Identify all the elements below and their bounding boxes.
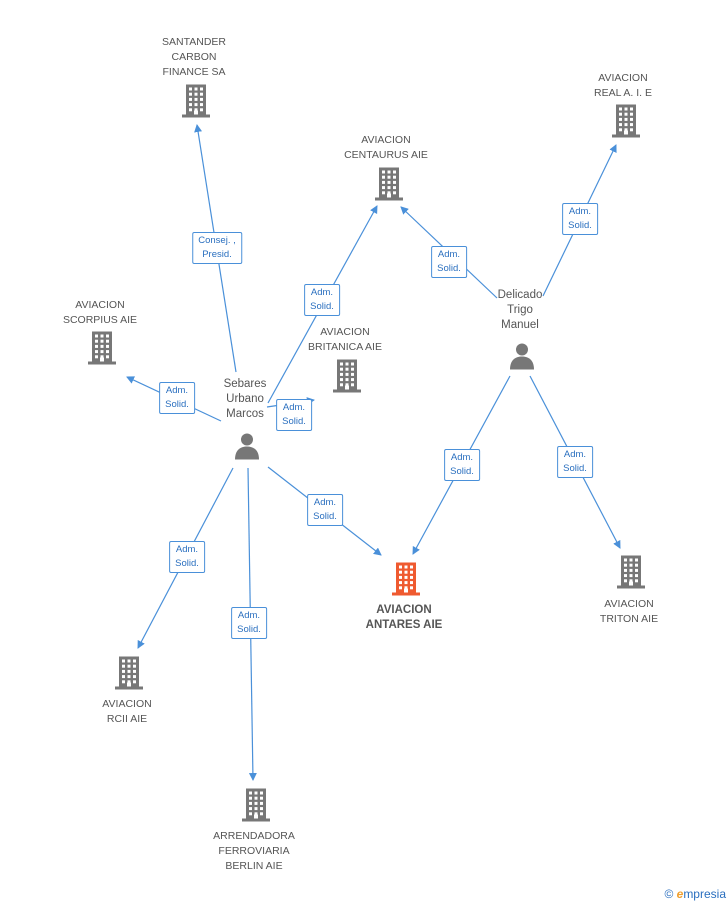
node-label-sebares[interactable]: Sebares Urbano Marcos bbox=[223, 378, 267, 420]
edge-label-sebares-to-rcii[interactable]: Adm. Solid. bbox=[169, 541, 205, 573]
node-label-scorpius[interactable]: AVIACION SCORPIUS AIE bbox=[62, 299, 138, 326]
brand-e: e bbox=[676, 887, 684, 901]
node-label-centaurus[interactable]: AVIACION CENTAURUS AIE bbox=[344, 134, 428, 161]
edge-label-sebares-to-antares[interactable]: Adm. Solid. bbox=[307, 494, 343, 526]
building-icon[interactable] bbox=[87, 331, 117, 370]
edge-label-sebares-to-scorpius[interactable]: Adm. Solid. bbox=[159, 382, 195, 414]
edge-label-sebares-to-centaurus[interactable]: Adm. Solid. bbox=[304, 284, 340, 316]
edge-label-sebares-to-arrendadora[interactable]: Adm. Solid. bbox=[231, 607, 267, 639]
node-label-arrendadora[interactable]: ARRENDADORA FERROVIARIA BERLIN AIE bbox=[213, 830, 295, 872]
node-label-santander[interactable]: SANTANDER CARBON FINANCE SA bbox=[162, 36, 226, 78]
building-icon[interactable] bbox=[241, 788, 271, 827]
edge-label-delicado-to-triton[interactable]: Adm. Solid. bbox=[557, 446, 593, 478]
node-label-antares[interactable]: AVIACION ANTARES AIE bbox=[365, 604, 443, 631]
person-icon[interactable] bbox=[508, 342, 536, 375]
building-icon[interactable] bbox=[611, 104, 641, 143]
building-icon[interactable] bbox=[181, 84, 211, 123]
edge-label-delicado-to-antares[interactable]: Adm. Solid. bbox=[444, 449, 480, 481]
building-icon[interactable] bbox=[374, 167, 404, 206]
building-icon[interactable] bbox=[332, 359, 362, 398]
edge-label-sebares-to-britanica[interactable]: Adm. Solid. bbox=[276, 399, 312, 431]
footer-brand[interactable]: © empresia bbox=[664, 887, 726, 901]
copyright-icon: © bbox=[664, 887, 674, 901]
person-icon[interactable] bbox=[233, 432, 261, 465]
edge-label-delicado-to-real[interactable]: Adm. Solid. bbox=[562, 203, 598, 235]
edge-label-sebares-to-santander[interactable]: Consej. , Presid. bbox=[192, 232, 242, 264]
node-label-real[interactable]: AVIACION REAL A. I. E bbox=[594, 72, 652, 99]
edge-label-delicado-to-centaurus[interactable]: Adm. Solid. bbox=[431, 246, 467, 278]
focus-building-icon[interactable] bbox=[391, 562, 421, 601]
node-label-triton[interactable]: AVIACION TRITON AIE bbox=[599, 598, 659, 625]
node-label-britanica[interactable]: AVIACION BRITANICA AIE bbox=[308, 326, 382, 353]
building-icon[interactable] bbox=[616, 555, 646, 594]
node-label-delicado[interactable]: Delicado Trigo Manuel bbox=[497, 289, 543, 331]
brand-name: mpresia bbox=[683, 887, 726, 901]
building-icon[interactable] bbox=[114, 656, 144, 695]
node-label-rcii[interactable]: AVIACION RCII AIE bbox=[102, 698, 152, 725]
